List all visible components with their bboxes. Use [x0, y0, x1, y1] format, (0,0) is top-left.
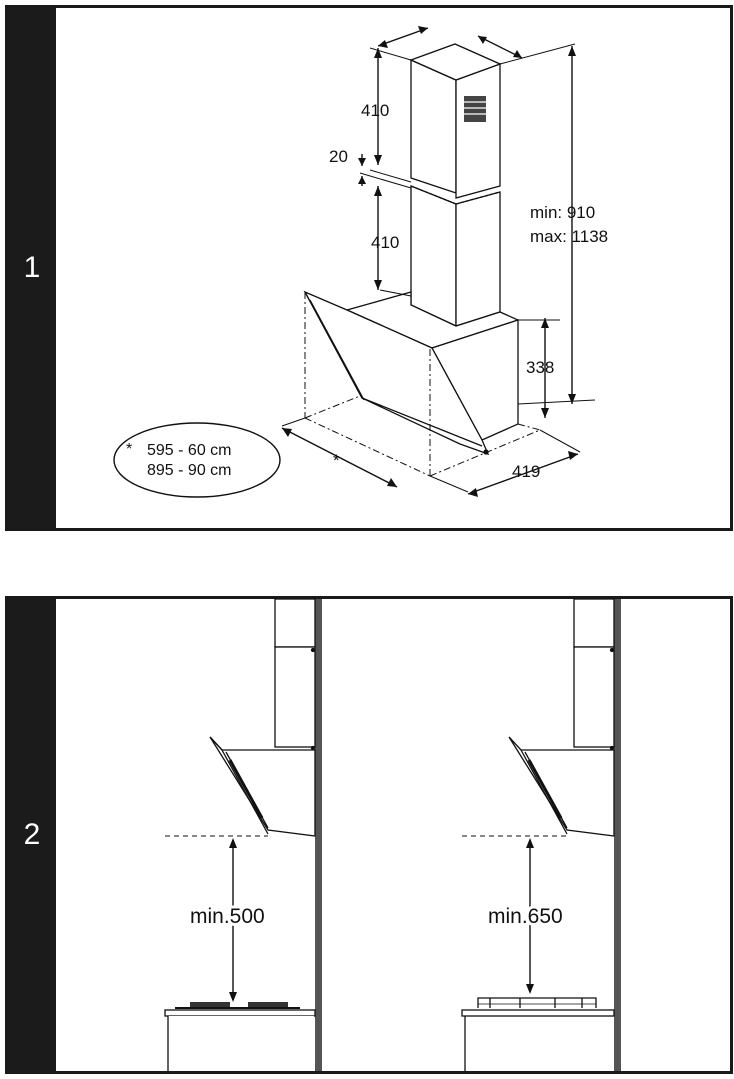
panel-number-2: 2 — [8, 599, 56, 1071]
hood-dimension-drawing: 410 20 410 min: 910 max: 1138 338 419 * … — [113, 26, 608, 498]
note-star: * — [126, 441, 132, 458]
right-hood — [508, 598, 615, 837]
panel-number-1: 1 — [8, 8, 56, 528]
left-clearance-label: min.500 — [190, 905, 265, 928]
left-hood — [209, 598, 316, 837]
right-clearance-label: min.650 — [488, 905, 563, 928]
right-cooktop — [461, 997, 615, 1071]
note-line-2: 895 - 90 cm — [147, 462, 231, 479]
dim-max-height: max: 1138 — [530, 227, 608, 246]
dim-gap: 20 — [329, 147, 348, 166]
dim-min-height: min: 910 — [530, 203, 595, 222]
left-cooktop — [164, 1002, 316, 1071]
width-note-oval — [113, 422, 281, 498]
dim-depth: 419 — [512, 462, 540, 481]
hood-glass-panel — [303, 290, 490, 456]
note-line-1: 595 - 60 cm — [147, 442, 231, 459]
dim-chimney-upper: 410 — [361, 101, 389, 120]
dim-body-height: 338 — [526, 358, 554, 377]
dim-width-marker: * — [333, 451, 340, 470]
dim-chimney-lower: 410 — [371, 233, 399, 252]
